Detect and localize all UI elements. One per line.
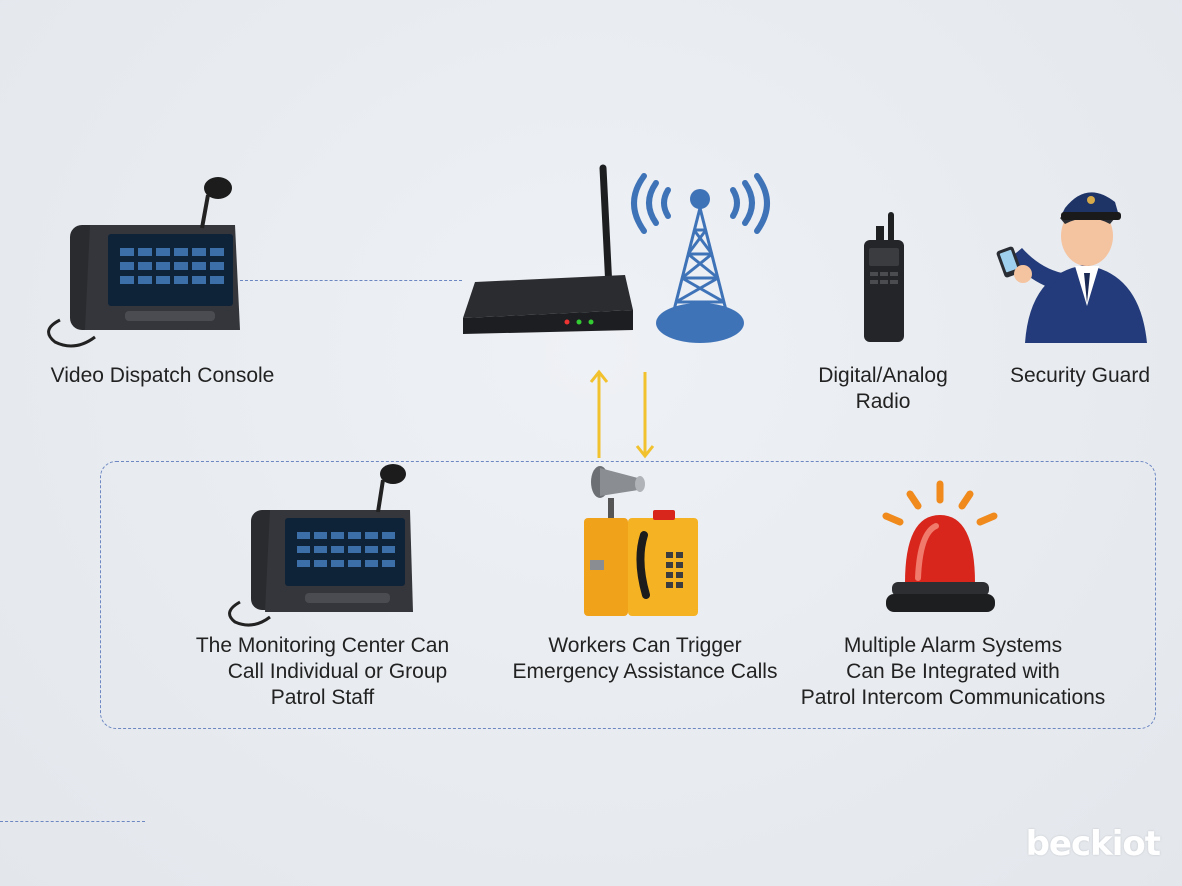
alarms-line2: Can Be Integrated with [846, 660, 1060, 683]
console-router-link [240, 280, 462, 281]
guard-label: Security Guard [1009, 364, 1151, 387]
handheld-radio-icon [864, 212, 904, 342]
workers-label: Workers Can Trigger Emergency Assistance… [505, 633, 785, 685]
console-label: Video Dispatch Console [50, 364, 275, 387]
video-dispatch-console-icon [47, 177, 240, 348]
alarms-line3: Patrol Intercom Communications [800, 686, 1106, 709]
router-icon [463, 164, 633, 334]
bottom-left-divider [0, 821, 145, 822]
radio-label-line1: Digital/Analog [818, 364, 948, 387]
monitoring-line1: The Monitoring Center Can [195, 634, 450, 657]
monitoring-label: The Monitoring Center Can Call Individua… [180, 633, 465, 711]
horn-speaker-icon [591, 466, 645, 520]
alarms-line1: Multiple Alarm Systems [843, 634, 1063, 657]
monitoring-console-icon [228, 464, 413, 627]
radio-label: Digital/Analog Radio [798, 363, 968, 415]
monitoring-line3: Patrol Staff [270, 686, 375, 709]
brand-logo: beckiot [1025, 824, 1161, 864]
radio-label-line2: Radio [855, 390, 911, 413]
radio-tower-icon [631, 173, 770, 343]
alarms-label: Multiple Alarm Systems Can Be Integrated… [778, 633, 1128, 711]
workers-line1: Workers Can Trigger [548, 634, 742, 657]
emergency-phone-icon [584, 466, 698, 616]
downlink-arrow [635, 372, 655, 459]
uplink-arrow [589, 369, 609, 458]
patrol-zone-box [100, 461, 1156, 729]
security-guard-icon [996, 192, 1147, 343]
workers-line2: Emergency Assistance Calls [512, 660, 778, 683]
alarm-beacon-icon [882, 480, 998, 612]
monitoring-line2: Call Individual or Group [227, 660, 448, 683]
